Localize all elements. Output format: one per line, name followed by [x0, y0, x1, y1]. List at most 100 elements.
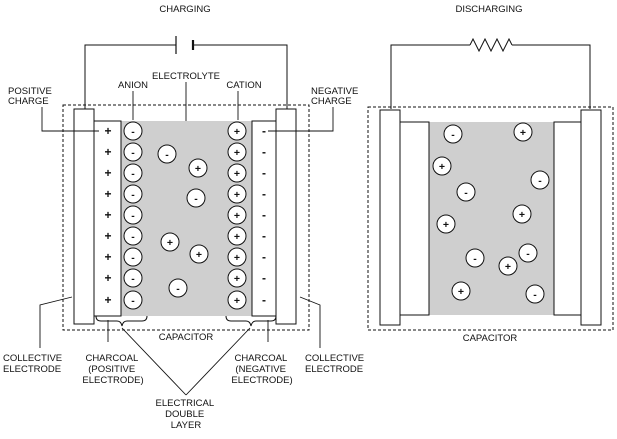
cation-sign: +	[234, 147, 240, 159]
capacitor-label-discharging: CAPACITOR	[463, 333, 518, 344]
cation: +	[227, 268, 247, 288]
cation-discharging: +	[498, 256, 518, 276]
negative-charge-sign: -	[262, 166, 266, 180]
charcoal-electrode-left-discharging	[399, 121, 430, 316]
cation-sign: +	[234, 126, 240, 138]
free-cation: +	[160, 232, 180, 252]
anion: -	[123, 268, 143, 288]
negative-charge-sign: -	[262, 293, 266, 307]
cation-discharging: +	[512, 204, 532, 224]
anion-discharging: -	[530, 170, 550, 190]
anion-sign: -	[131, 295, 135, 307]
positive-charge-sign: +	[104, 124, 111, 138]
cation: +	[227, 163, 247, 183]
electrode-charges: + - + - + - + - + - + - + - + - + -	[104, 124, 266, 307]
anion: -	[123, 142, 143, 162]
anion: -	[123, 290, 143, 310]
anion-discharging: -	[443, 124, 463, 144]
double-layer-braces	[95, 315, 277, 327]
cation-sign: +	[234, 273, 240, 285]
discharging-diagram: DISCHARGING -++--++--++- CAPACITOR	[367, 4, 614, 344]
cation-discharging: +	[436, 214, 456, 234]
anion-label: ANION	[118, 80, 148, 91]
free-cation-sign: +	[196, 249, 202, 261]
capacitor-label-charging: CAPACITOR	[159, 332, 214, 343]
positive-charge-sign: +	[104, 293, 111, 307]
anion-discharging-sign: -	[526, 248, 530, 260]
negative-charge-label: NEGATIVE CHARGE	[311, 86, 361, 107]
anion-sign: -	[131, 189, 135, 201]
negative-charge-sign: -	[262, 229, 266, 243]
free-anion: -	[157, 144, 177, 164]
negative-charge-sign: -	[262, 145, 266, 159]
free-anion: -	[168, 278, 188, 298]
cation-sign: +	[234, 295, 240, 307]
resistor-circuit	[390, 37, 591, 109]
cation-sign: +	[234, 252, 240, 264]
anion-discharging-sign: -	[473, 253, 477, 265]
negative-charge-sign: -	[262, 250, 266, 264]
charging-diagram: CHARGING +-+-+-+-+-+-+-+-+- -+-+-+-+-+-+…	[3, 4, 367, 431]
negative-charge-sign: -	[262, 271, 266, 285]
charcoal-electrode-negative	[251, 120, 277, 317]
anion-sign: -	[131, 126, 135, 138]
charging-ions: -+-+-+-+-+-+-+-+-+-+-++-	[123, 121, 247, 310]
electrolyte-label: ELECTROLYTE	[152, 71, 220, 82]
positive-charge-sign: +	[104, 187, 111, 201]
cation: +	[227, 121, 247, 141]
battery-circuit	[84, 36, 288, 109]
anion: -	[123, 184, 143, 204]
positive-charge-sign: +	[104, 145, 111, 159]
anion-sign: -	[131, 147, 135, 159]
cation-sign: +	[234, 189, 240, 201]
anion-sign: -	[131, 273, 135, 285]
anion-sign: -	[131, 168, 135, 180]
collective-electrode-right-label: COLLECTIVE ELECTRODE	[305, 353, 367, 375]
free-cation: +	[189, 244, 209, 264]
cation-sign: +	[234, 168, 240, 180]
cation-discharging-sign: +	[519, 209, 525, 221]
cation-sign: +	[234, 210, 240, 222]
anion-discharging-sign: -	[464, 187, 468, 199]
free-anion-sign: -	[165, 149, 169, 161]
positive-charge-label: POSITIVE CHARGE	[8, 86, 54, 107]
positive-charge-sign: +	[104, 166, 111, 180]
cation-label: CATION	[226, 80, 261, 91]
collective-electrode-right	[275, 108, 297, 325]
cation: +	[227, 184, 247, 204]
resistor-zigzag	[469, 37, 513, 53]
anion: -	[123, 226, 143, 246]
charging-title: CHARGING	[159, 4, 210, 15]
discharging-ions: - + + - - + + - - + + -	[432, 122, 550, 304]
anion: -	[123, 121, 143, 141]
anion-discharging: -	[465, 248, 485, 268]
cation: +	[227, 205, 247, 225]
charcoal-electrode-positive	[93, 120, 122, 317]
cation-discharging: +	[451, 281, 471, 301]
anion-sign: -	[131, 231, 135, 243]
cation-discharging: +	[513, 122, 533, 142]
charcoal-electrode-right-discharging	[553, 121, 582, 316]
collective-electrode-right-discharging	[580, 109, 602, 326]
cation-discharging-sign: +	[439, 161, 445, 173]
negative-charge-sign: -	[262, 208, 266, 222]
anion: -	[123, 163, 143, 183]
collective-electrode-left-label: COLLECTIVE ELECTRODE	[3, 353, 65, 375]
cation-discharging: +	[432, 156, 452, 176]
free-cation: +	[188, 158, 208, 178]
negative-charge-sign: -	[262, 187, 266, 201]
cation: +	[227, 290, 247, 310]
cation-discharging-sign: +	[443, 219, 449, 231]
electrical-double-layer-label: ELECTRICAL DOUBLE LAYER	[156, 398, 217, 431]
free-cation-sign: +	[195, 163, 201, 175]
cation: +	[227, 247, 247, 267]
capacitor-outline-discharging	[367, 106, 614, 331]
free-cation-sign: +	[167, 237, 173, 249]
collective-electrode-left-discharging	[379, 109, 401, 326]
cation-discharging-sign: +	[505, 261, 511, 273]
anion-discharging: -	[456, 182, 476, 202]
anion: -	[123, 247, 143, 267]
positive-charge-sign: +	[104, 208, 111, 222]
anion-discharging: -	[525, 284, 545, 304]
